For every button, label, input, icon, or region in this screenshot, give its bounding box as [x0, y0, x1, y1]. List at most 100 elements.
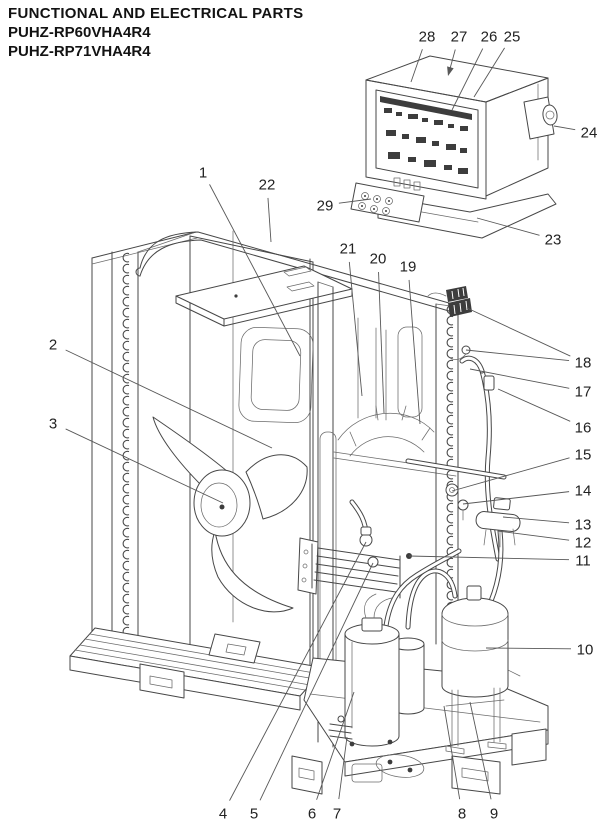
solenoid-coil	[493, 497, 511, 511]
callout-22: 22	[259, 177, 276, 194]
callout-9: 9	[490, 806, 498, 823]
leader-line-8	[443, 705, 461, 800]
leader-line-27	[449, 49, 456, 70]
leader-line-19	[408, 279, 421, 425]
leader-line-7	[338, 736, 348, 800]
callout-8: 8	[458, 806, 466, 823]
callout-25: 25	[504, 29, 521, 46]
stop-valve-upper	[445, 483, 459, 497]
coil-fin-texture	[112, 252, 138, 664]
compressor	[344, 593, 400, 747]
leader-line-17	[469, 368, 570, 389]
page-title: FUNCTIONAL AND ELECTRICAL PARTS	[8, 5, 304, 22]
leader-line-23	[476, 217, 540, 236]
elec-box-front	[365, 79, 487, 200]
leader-line-6	[316, 691, 355, 800]
leader-line-28	[410, 49, 423, 83]
callout-19: 19	[400, 259, 417, 276]
leader-line-4	[229, 541, 367, 801]
fan-shaft	[219, 504, 225, 510]
outdoor-unit-drawing	[69, 230, 549, 795]
callout-3: 3	[49, 416, 57, 433]
heat-exchanger-coil-left	[91, 231, 198, 689]
leader-line-13	[502, 516, 570, 524]
leader-line-2	[65, 349, 273, 449]
leader-line-29	[338, 198, 372, 204]
valve-bed-assembly	[297, 537, 412, 599]
leader-line-26	[451, 48, 484, 111]
fan-blade-lower	[211, 530, 294, 613]
leader-line-24	[553, 125, 576, 131]
callout-2: 2	[49, 337, 57, 354]
callout-18: 18	[575, 355, 592, 372]
callout-4: 4	[219, 806, 227, 823]
stop-valve-lower	[457, 499, 469, 511]
callout-7: 7	[333, 806, 341, 823]
callout-24: 24	[581, 125, 598, 142]
mounting-foot-left	[139, 663, 185, 699]
callout-26: 26	[481, 29, 498, 46]
coil-top-pipe	[135, 231, 457, 314]
callout-10: 10	[577, 642, 594, 659]
callout-6: 6	[308, 806, 316, 823]
check-valve	[367, 556, 379, 568]
callout-12: 12	[575, 535, 592, 552]
leader-line-18	[466, 307, 571, 357]
pcb-components	[384, 108, 468, 174]
vibration-damper	[328, 715, 353, 740]
leader-line-14	[462, 491, 570, 505]
compressor-terminal-cover	[361, 617, 383, 632]
pcb-connector-row	[380, 96, 472, 120]
controller-pcb	[375, 89, 479, 189]
leader-line-3	[65, 428, 224, 504]
terminal-block	[350, 177, 425, 223]
accumulator	[441, 585, 509, 755]
leader-line-21	[348, 261, 363, 397]
callout-1: 1	[199, 165, 207, 182]
reactor-component	[523, 96, 558, 140]
leader-line-1	[209, 184, 301, 357]
fan-blade-right	[245, 454, 308, 520]
callout-23: 23	[545, 232, 562, 249]
callout-28: 28	[419, 29, 436, 46]
motor-support-plate	[175, 265, 353, 327]
model-number-2: PUHZ-RP71VHA4R4	[8, 42, 151, 60]
arrowhead-27	[447, 66, 454, 76]
four-way-valve	[475, 497, 521, 532]
callout-27: 27	[451, 29, 468, 46]
callout-5: 5	[250, 806, 258, 823]
callout-21: 21	[340, 241, 357, 258]
mounting-foot-right	[451, 755, 501, 795]
leader-line-11	[408, 555, 570, 561]
model-number-1: PUHZ-RP60VHA4R4	[8, 23, 151, 41]
callout-16: 16	[575, 420, 592, 437]
callout-11: 11	[575, 553, 591, 570]
fan-motor-bracket	[238, 326, 314, 424]
electrical-box-assembly	[350, 55, 558, 239]
leader-line-25	[473, 47, 505, 98]
leader-line-5	[259, 562, 374, 801]
muffler	[391, 637, 425, 715]
pipe-fitting	[483, 375, 495, 391]
service-valves	[359, 483, 521, 568]
callout-14: 14	[575, 483, 592, 500]
leader-line-16	[497, 388, 571, 422]
callout-20: 20	[370, 251, 387, 268]
callout-29: 29	[317, 198, 334, 215]
leader-line-12	[497, 530, 570, 541]
callout-17: 17	[575, 384, 592, 401]
leader-line-22	[267, 197, 272, 243]
leader-line-10	[485, 647, 572, 650]
callout-15: 15	[575, 447, 592, 464]
leader-line-15	[451, 457, 570, 492]
leader-line-18	[465, 349, 570, 362]
callout-13: 13	[575, 517, 592, 534]
leader-line-20	[378, 271, 385, 414]
leader-line-9	[469, 701, 492, 800]
accumulator-inlet-fitting	[466, 585, 482, 601]
propeller-fan	[152, 416, 308, 613]
expansion-valve	[359, 533, 373, 547]
